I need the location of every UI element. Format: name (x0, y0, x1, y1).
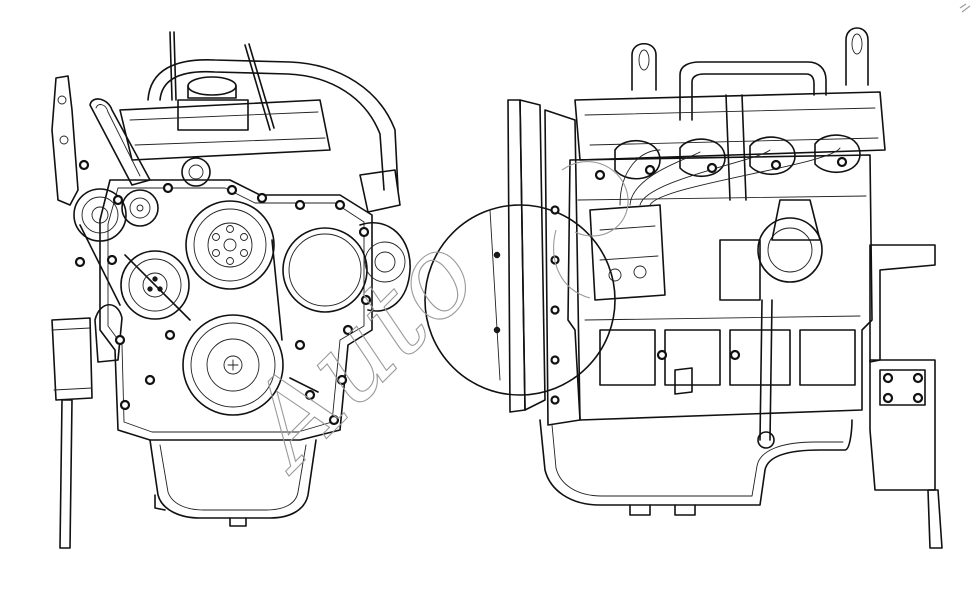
engine-side-view (424, 27, 943, 549)
watermark-text: Auto (216, 209, 502, 495)
watermark-logo (553, 3, 971, 299)
watermark: Auto (215, 209, 502, 496)
engine-front-view (51, 31, 411, 549)
